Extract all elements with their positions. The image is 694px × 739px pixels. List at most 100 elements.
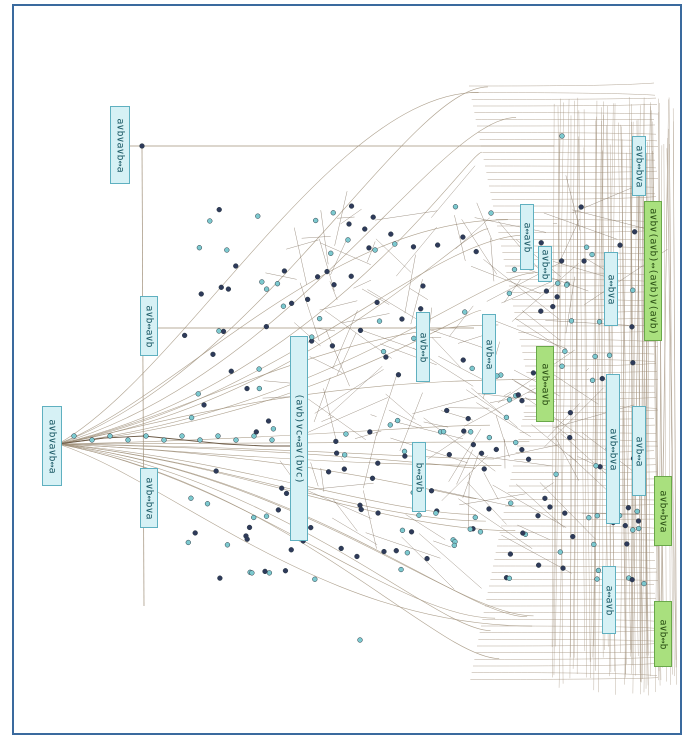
edge	[558, 99, 570, 688]
graph-node	[210, 351, 216, 358]
graph-node	[354, 553, 360, 560]
graph-node	[594, 576, 600, 582]
graph-node	[312, 576, 318, 582]
edge	[354, 430, 382, 439]
edge	[483, 611, 659, 613]
graph-node	[460, 234, 466, 240]
edge	[456, 449, 473, 485]
graph-node	[433, 510, 439, 516]
edge	[621, 139, 626, 678]
edge	[361, 288, 390, 305]
graph-node	[366, 245, 372, 251]
graph-node	[477, 529, 484, 535]
edge	[385, 393, 416, 420]
edge	[542, 482, 554, 491]
edge	[328, 366, 383, 416]
figure-frame: a∨b∨a∨b↔a a∨b∨a∨b↔a a∨b↔a∨b a∨b↔b∨a (a∨b…	[12, 4, 682, 735]
graph-node	[594, 513, 600, 519]
graph-node	[589, 251, 595, 258]
node-label-12: a∨b↔b∨a	[606, 374, 620, 524]
graph-node	[244, 536, 250, 542]
edge	[553, 132, 560, 676]
graph-node	[328, 250, 334, 256]
graph-node	[395, 372, 402, 378]
graph-node	[282, 568, 289, 574]
edge	[464, 387, 536, 427]
graph-node	[233, 263, 239, 269]
edge	[57, 117, 517, 445]
edge	[492, 205, 658, 208]
edge	[501, 281, 551, 304]
graph-node	[636, 525, 642, 532]
graph-node	[629, 577, 635, 583]
edge	[404, 254, 416, 314]
graph-node	[519, 447, 525, 453]
graph-node	[185, 539, 191, 546]
node-label-6: a∨b↔b	[416, 312, 430, 382]
node-label-root: a∨b∨a∨b↔a	[42, 406, 62, 486]
edge	[490, 238, 495, 282]
edge	[494, 559, 656, 561]
edge	[286, 239, 319, 250]
graph-node	[381, 548, 387, 555]
edge	[57, 443, 528, 618]
graph-node	[357, 502, 363, 508]
graph-node	[283, 490, 290, 497]
edge	[390, 437, 468, 464]
node-label-low: a∨b↔b∨a	[140, 468, 158, 528]
edge	[298, 486, 372, 519]
graph-node	[469, 365, 475, 372]
graph-node	[462, 309, 468, 315]
graph-node	[313, 217, 319, 224]
graph-node	[343, 431, 349, 437]
edge	[507, 279, 659, 283]
edge	[314, 369, 384, 414]
edge	[475, 651, 655, 653]
graph-node	[179, 433, 185, 439]
edge	[294, 322, 321, 347]
node-label-green-1: a∨b∨(a∨b)↔(a∨b)∨(a∨b)	[644, 201, 662, 341]
edge	[57, 91, 479, 445]
graph-node	[631, 229, 638, 235]
graph-node	[197, 437, 203, 443]
edge	[495, 219, 655, 223]
graph-node	[428, 488, 435, 494]
node-label-7: b↔a∨b	[412, 442, 426, 512]
graph-node	[279, 485, 285, 491]
edge	[57, 443, 496, 619]
graph-node	[225, 286, 232, 292]
node-label-green-3: a∨b↔b∨a	[654, 476, 672, 546]
edge	[483, 472, 499, 500]
edge	[472, 663, 657, 667]
graph-node	[399, 527, 406, 533]
edge	[306, 397, 388, 434]
edge	[353, 279, 372, 289]
graph-node	[398, 566, 404, 573]
graph-node	[262, 568, 268, 575]
graph-node	[374, 299, 380, 306]
edge	[517, 524, 550, 540]
edge	[427, 430, 471, 460]
graph-node	[519, 398, 525, 404]
edge	[57, 437, 105, 445]
graph-node	[560, 565, 566, 571]
edge	[552, 404, 635, 429]
edge	[508, 284, 655, 287]
graph-node	[467, 526, 473, 532]
edge	[666, 148, 677, 660]
edge	[468, 82, 655, 87]
edge	[466, 389, 502, 415]
edge	[429, 329, 487, 349]
edge	[498, 539, 658, 541]
graph-node	[578, 204, 584, 210]
edge	[319, 242, 371, 265]
graph-node	[625, 505, 632, 511]
edge	[461, 219, 498, 275]
edge	[374, 210, 438, 221]
graph-node	[461, 428, 467, 434]
graph-node	[217, 575, 223, 581]
edge	[472, 104, 658, 107]
graph-node	[388, 231, 394, 237]
graph-node	[204, 501, 211, 507]
graph-node	[515, 392, 521, 398]
